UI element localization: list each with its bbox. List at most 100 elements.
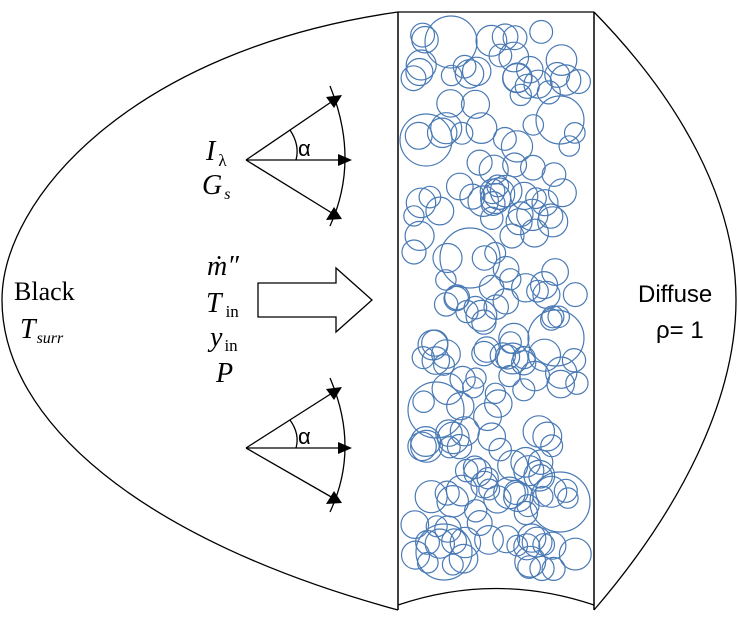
particle [509,83,532,107]
particle [405,57,434,87]
particle [435,269,457,291]
particle [561,348,587,373]
inlet-mass-fraction-subscript: in [224,336,238,355]
particle [478,478,501,501]
particle [557,487,579,509]
particle [480,182,512,215]
irradiance-subscript: s [224,186,230,203]
particle [499,268,522,291]
particle [444,284,471,311]
particle [492,255,520,283]
pressure-label: P [215,358,233,389]
particle [526,279,549,303]
particle [535,95,585,145]
particle [461,56,492,87]
particle [399,113,453,167]
particle [528,463,553,489]
particle [434,515,462,543]
bed-bottom-edge [397,587,595,606]
particle [541,305,565,329]
particle [514,73,540,99]
particle [435,419,463,447]
particle [496,342,529,375]
particle [547,178,577,208]
particle [467,185,499,217]
reflectivity-label: ρ= 1 [656,317,704,344]
particle [546,369,575,399]
particle [513,500,539,526]
particle [473,402,503,432]
particle [410,429,444,463]
particle [531,189,559,217]
particle [465,112,498,145]
particle [492,525,521,554]
particle [421,346,451,375]
particle [535,475,568,508]
particle [541,162,567,188]
particle [538,531,567,560]
particle [424,528,455,559]
particle [497,449,529,482]
particle [433,353,456,376]
particle [414,480,448,514]
particle [562,282,588,308]
particle [488,43,513,68]
particle [483,389,513,418]
particle [440,64,463,87]
particle [499,331,522,354]
particle [424,15,478,69]
particle [549,64,582,96]
particle [523,69,553,99]
particle [404,121,433,150]
particle [436,484,469,518]
intensity-subscript: λ [218,151,227,170]
particle [475,24,508,57]
particle [510,446,542,478]
particle [525,187,547,210]
particle [430,112,463,145]
particle [477,422,507,452]
particle [529,555,555,582]
particle [511,350,537,376]
inlet-mass-fraction-symbol: y [207,322,223,353]
particle [446,433,473,460]
packed-bed [397,11,595,610]
particle [516,494,540,518]
particle [493,476,526,510]
particles [399,15,592,582]
inlet-temperature-symbol: T [206,288,224,319]
particle [499,223,525,249]
particle [455,299,479,324]
particle [471,245,498,271]
particle [541,258,569,286]
particle [502,152,528,178]
particle [425,196,455,226]
particle [434,480,460,506]
particle [410,22,436,48]
flow-arrow [257,266,373,334]
particle [445,474,478,507]
particle [446,392,475,421]
particle [415,523,473,581]
particle [565,69,591,95]
particle [460,89,491,119]
particle [459,183,486,210]
particle [405,187,437,219]
upper-angle-label: α [298,136,311,161]
upper-radiation-arrows [245,85,352,227]
particle [463,458,493,488]
particle [436,89,465,118]
particle [441,553,464,576]
particle [448,543,479,574]
particle [527,449,554,475]
irradiance-symbol: G [202,170,222,201]
particle [484,241,507,264]
particle [470,470,499,499]
particle [513,455,545,487]
particle [537,206,569,238]
particle [492,126,517,151]
particle [431,372,464,406]
